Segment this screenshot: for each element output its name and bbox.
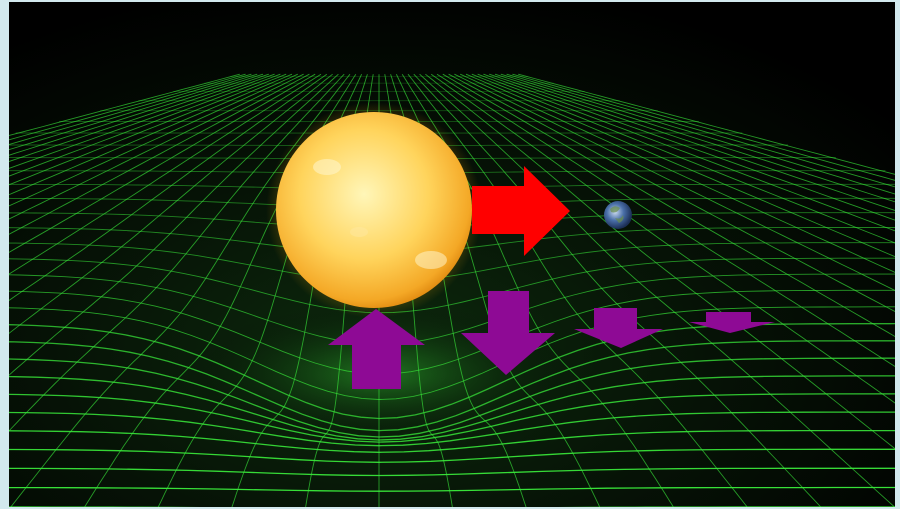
grid-line	[9, 73, 345, 432]
grid-line	[401, 73, 674, 507]
grid-line	[9, 73, 246, 141]
arrow-down-icon	[574, 308, 663, 348]
grid-line	[436, 73, 895, 367]
grid-line	[9, 73, 252, 145]
grid-line	[9, 73, 264, 156]
grid-line	[425, 73, 895, 450]
grid-line	[9, 73, 287, 186]
arrow-down-icon	[689, 312, 775, 333]
arrow-down-icon	[461, 291, 555, 375]
earth	[604, 201, 632, 229]
grid-line	[430, 73, 895, 404]
grid-line	[506, 73, 895, 188]
spacetime-curvature-illustration	[9, 2, 895, 507]
grid-line	[477, 73, 895, 232]
grid-line	[454, 73, 895, 291]
grid-line	[9, 73, 328, 301]
sun	[276, 112, 472, 308]
grid-line	[442, 73, 895, 337]
grid-line	[500, 73, 895, 195]
grid-line	[9, 73, 339, 376]
grid-line	[9, 73, 258, 151]
grid-line	[448, 73, 895, 313]
grid-line	[483, 73, 895, 221]
grid-line	[407, 73, 748, 507]
grid-line	[9, 73, 304, 220]
grid-line	[471, 73, 895, 244]
grid-line	[413, 73, 822, 507]
grid-line	[494, 73, 895, 203]
grid-line	[9, 73, 275, 169]
grid-line	[9, 73, 316, 253]
earth-continents	[610, 206, 624, 223]
scene-canvas	[9, 2, 895, 507]
grid-line	[9, 73, 322, 275]
sun-surface-spots	[313, 159, 447, 269]
grid-line	[419, 73, 895, 507]
arrow-up-icon	[328, 309, 425, 389]
grid-line	[518, 73, 895, 175]
grid-line	[9, 73, 240, 136]
grid-line	[489, 73, 895, 211]
grid-line	[9, 73, 310, 235]
grid-line	[465, 73, 895, 258]
grid-line	[9, 73, 298, 207]
grid-line	[9, 73, 293, 196]
grid-line	[512, 73, 895, 181]
grid-line	[9, 73, 333, 334]
arrow-right-icon	[472, 166, 570, 256]
grid-line	[9, 73, 269, 162]
grid-line	[460, 73, 895, 273]
grid-line	[10, 73, 351, 507]
grid-line	[9, 73, 281, 177]
